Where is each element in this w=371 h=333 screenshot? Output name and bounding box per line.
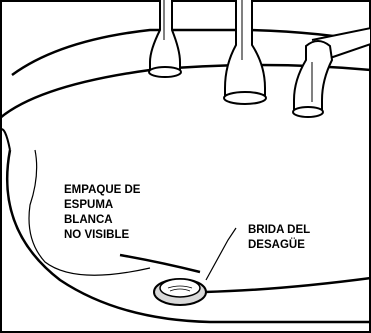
left-handle (148, 0, 182, 78)
drain-flange-label-line: BRIDA DEL (248, 224, 311, 236)
basin-bowl (6, 149, 371, 324)
drain-flange-label: BRIDA DEL DESAGÜE (248, 223, 310, 253)
basin-left-edge (0, 128, 11, 151)
foam-gasket-label-line: ESPUMA (64, 199, 114, 211)
basin-floor-line (204, 276, 371, 294)
foam-gasket-label-line: EMPAQUE DE (64, 184, 141, 196)
center-handle (223, 0, 267, 105)
spout (292, 26, 371, 118)
foam-gasket-label: EMPAQUE DE ESPUMA BLANCA NO VISIBLE (64, 183, 140, 243)
drain-flange-leader (205, 227, 237, 281)
basin-shadow-line (119, 253, 201, 274)
foam-gasket-label-line: BLANCA (64, 214, 113, 226)
foam-gasket-label-line: NO VISIBLE (64, 229, 130, 241)
drain-flange-label-line: DESAGÜE (248, 239, 305, 251)
drain-flange (153, 278, 207, 306)
foam-gasket-leader (28, 149, 151, 276)
